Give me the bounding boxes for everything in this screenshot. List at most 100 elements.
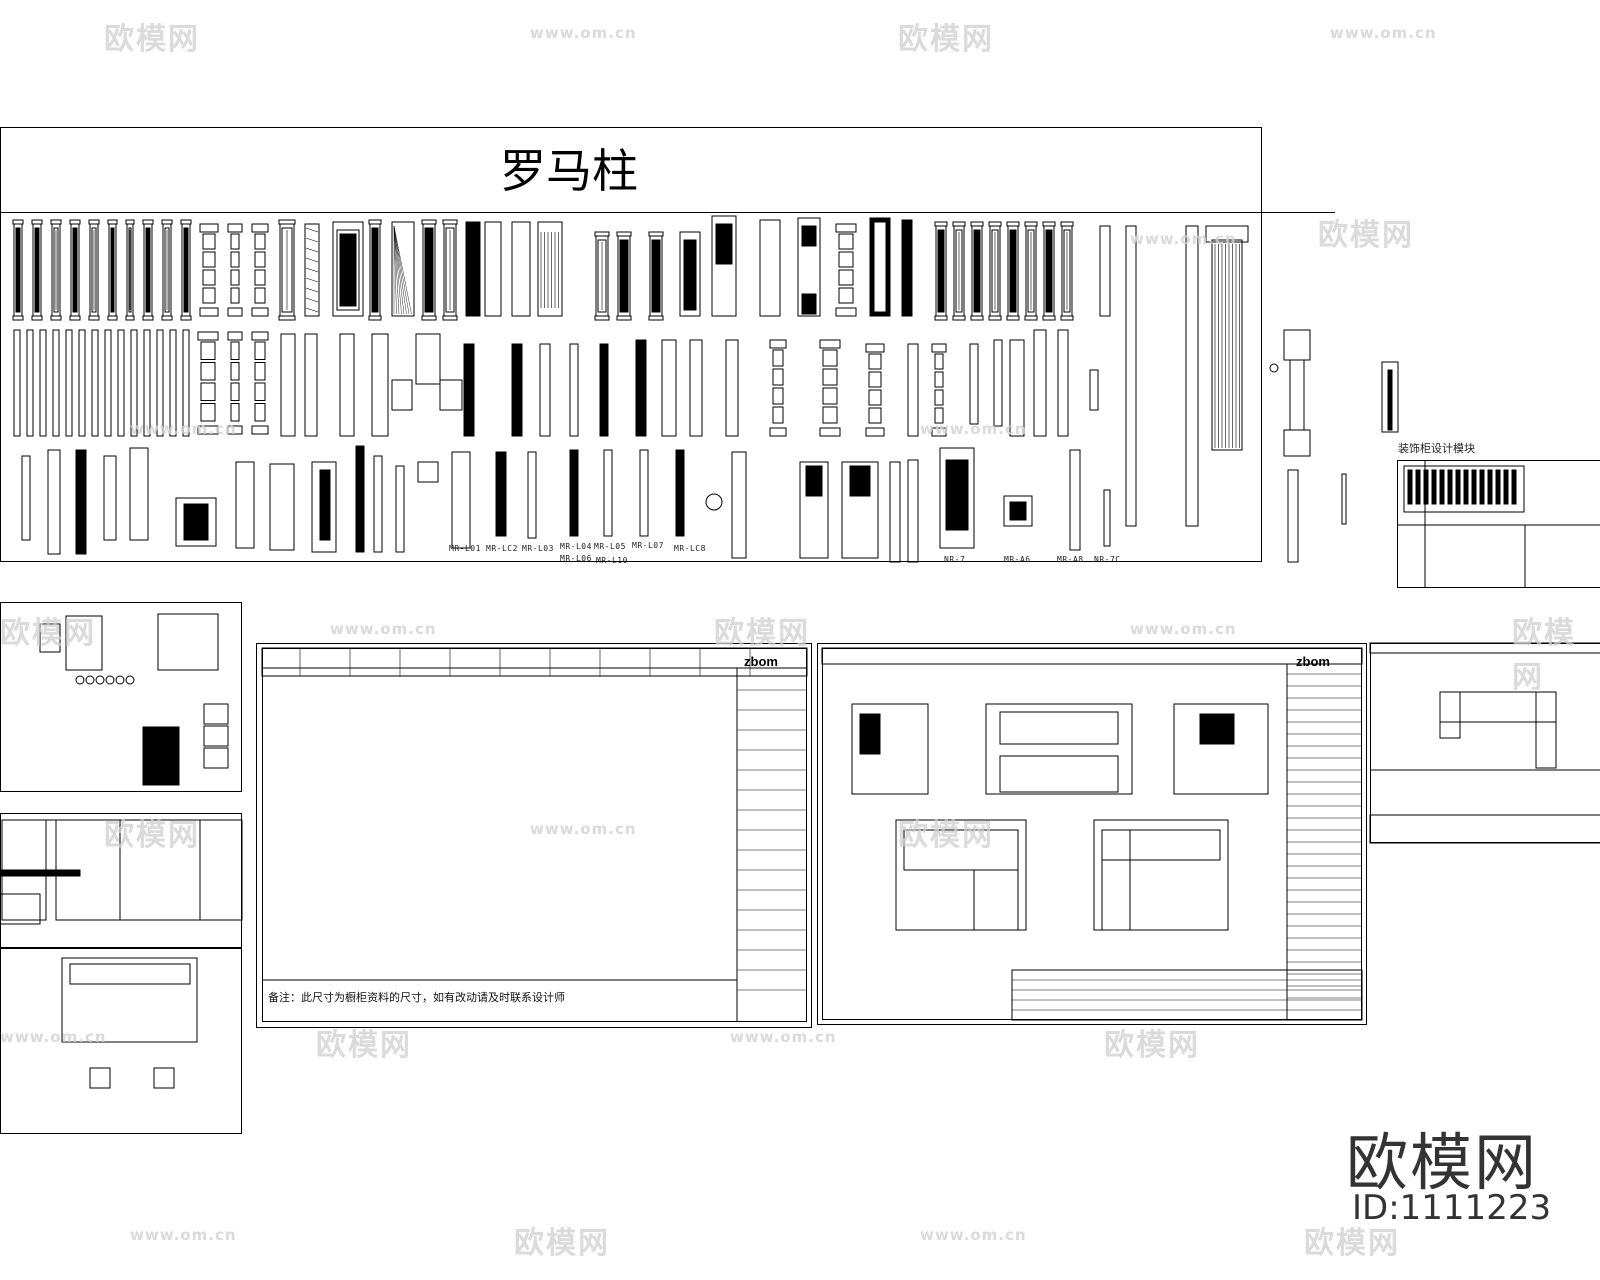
drawing-mark [91,329,99,437]
drawing-mark [304,333,318,437]
drawing-mark [799,461,829,559]
watermark-url: www.om.cn [330,620,437,638]
drawing-mark [39,623,61,653]
drawing-mark [142,726,180,786]
drawing-mark [772,349,784,367]
drawing-mark [34,227,40,313]
drawing-line [305,237,319,243]
drawing-mark [465,221,481,317]
drawing-mark [931,343,947,353]
drawing-mark [527,451,537,539]
drawing-mark [934,407,944,424]
drawing-mark [1407,469,1413,505]
drawing-mark [50,315,62,321]
drawing-mark [368,219,382,225]
drawing-mark [107,315,118,321]
drawing-mark [1009,229,1017,313]
drawing-mark [445,227,455,313]
drawing-mark [251,331,269,341]
drawing-mark [1093,819,1229,931]
drawing-mark [635,339,647,437]
drawing-mark [619,239,629,313]
drawing-mark [230,287,240,304]
drawing-mark [31,219,43,225]
drawing-mark [1011,969,1363,1021]
drawing-mark [304,223,320,317]
drawing-mark [281,227,293,313]
drawing-mark [421,219,437,225]
drawing-mark [180,315,192,321]
drawing-mark [1199,713,1235,745]
drawing-mark [1423,469,1429,505]
drawing-mark [129,447,149,541]
drawing-mark [254,287,266,304]
drawing-mark [230,341,240,360]
drawing-line [393,225,402,315]
drawing-mark [1283,329,1311,361]
drawing-mark [711,215,737,317]
column-code: MR-L03 [522,544,554,553]
drawing-mark [838,287,854,304]
drawing-mark [254,269,266,286]
drawing-mark [715,223,733,265]
drawing-mark [1535,691,1557,769]
column-code: MR-L01 [449,544,481,553]
drawing-mark [89,1067,111,1089]
drawing-mark [61,957,198,1043]
brand-watermark: 欧模网 [1346,1126,1539,1199]
drawing-mark [822,406,838,424]
drawing-mark [227,425,243,435]
drawing-mark [373,455,383,553]
drawing-mark [849,465,871,497]
drawing-mark [873,221,887,313]
drawing-mark [39,329,47,437]
drawing-mark [65,329,73,437]
watermark-url: www.om.cn [1130,230,1237,248]
drawing-mark [594,231,610,237]
drawing-mark [451,451,471,549]
drawing-circle [105,675,115,685]
drawing-mark [47,449,61,555]
drawing-mark [125,219,135,225]
drawing-mark [157,613,219,671]
drawing-mark [117,329,125,437]
drawing-mark [153,1067,175,1089]
drawing-mark [801,293,817,315]
drawing-mark [934,389,944,406]
drawing-mark [421,315,437,321]
drawing-mark [1009,339,1025,437]
drawing-mark [973,229,981,313]
drawing-mark [128,227,132,313]
drawing-mark [934,371,944,388]
drawing-mark [952,315,966,321]
drawing-mark [65,615,103,671]
drawing-mark [1463,469,1469,505]
drawing-mark [1027,229,1035,313]
drawing-mark [15,227,21,313]
drawing-line [305,227,319,233]
accessories-frame [0,602,242,792]
drawing-circle [115,675,125,685]
plan-sheet [1370,643,1600,843]
drawing-mark [91,227,97,313]
drawing-mark [1045,229,1053,313]
drawing-mark [103,455,117,541]
drawing-mark [597,239,607,313]
drawing-line [393,225,400,315]
watermark-url: www.om.cn [920,1226,1027,1244]
drawing-mark [805,465,823,497]
drawing-mark [772,387,784,405]
drawing-mark [125,315,135,321]
drawing-mark [1063,229,1071,313]
drawing-mark [838,251,854,268]
drawing-mark [230,362,240,381]
drawing-mark [1009,501,1027,521]
drawing-mark [1511,469,1517,505]
drawing-mark [952,221,966,227]
drawing-mark [254,382,266,401]
drawing-mark [1403,465,1525,513]
brand-id: ID:1111223 [1352,1188,1552,1228]
drawing-mark [769,427,787,437]
drawing-mark [1495,469,1501,505]
drawing-mark [1287,469,1299,563]
